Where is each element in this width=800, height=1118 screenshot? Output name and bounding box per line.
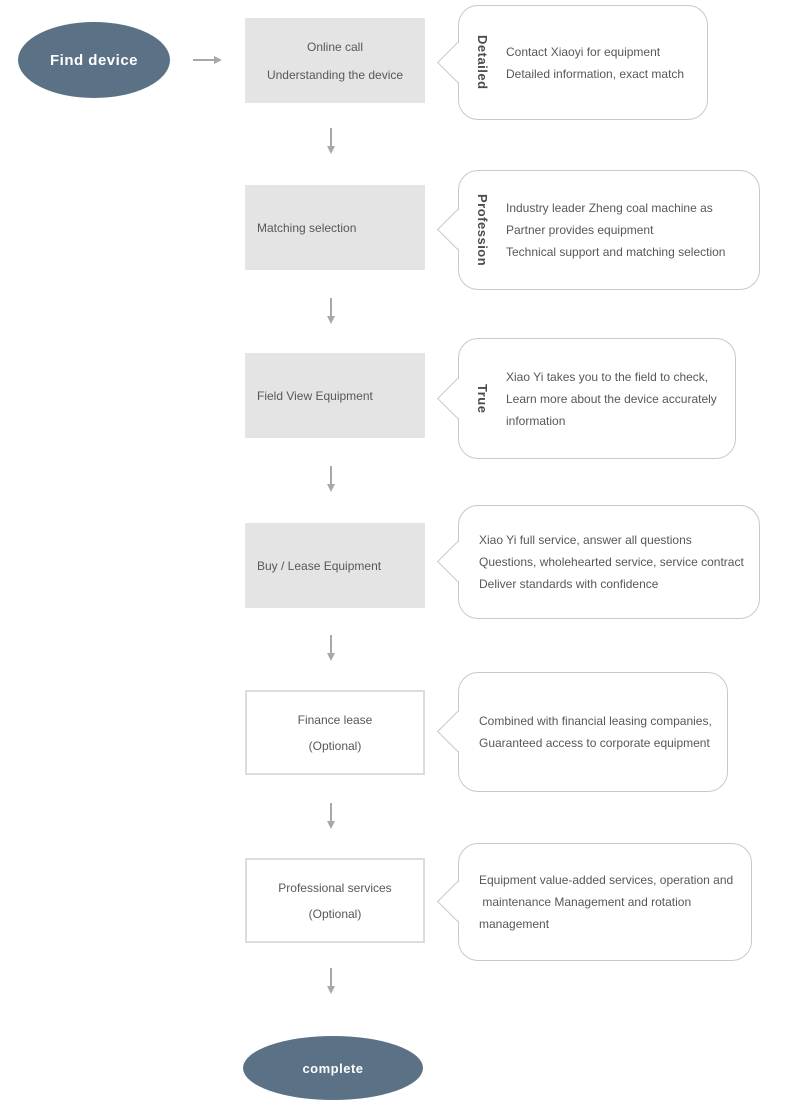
- start-node-label: Find device: [49, 51, 139, 69]
- bubble-line: Deliver standards with confidence: [479, 577, 659, 591]
- step-field-view-equipment: Field View Equipment: [245, 353, 425, 438]
- arrow-down-icon: [327, 803, 335, 829]
- bubble-finance-lease-note: Combined with financial leasing companie…: [436, 672, 728, 792]
- start-node-find-device: Find device: [18, 22, 170, 98]
- bubble-text: Equipment value-added services, operatio…: [479, 869, 733, 935]
- bubble-detailed: Detailed Contact Xiaoyi for equipment De…: [436, 5, 708, 120]
- step-online-call: Online call Understanding the device: [245, 18, 425, 103]
- bubble-text: Xiao Yi full service, answer all questio…: [479, 529, 744, 595]
- bubble-tail-icon: [436, 880, 479, 923]
- step-line: Understanding the device: [266, 67, 404, 82]
- bubble-line: Xiao Yi full service, answer all questio…: [479, 533, 692, 547]
- bubble-line: information: [506, 413, 566, 428]
- step-line: Field View Equipment: [257, 388, 373, 403]
- step-matching-selection: Matching selection: [245, 185, 425, 270]
- bubble-line: Equipment value-added services, operatio…: [479, 873, 734, 887]
- bubble-full-service: Xiao Yi full service, answer all questio…: [436, 505, 760, 619]
- bubble-vertical-tag: Detailed: [475, 35, 490, 90]
- step-line: Buy / Lease Equipment: [257, 558, 382, 573]
- bubble-line: maintenance Management and rotation: [479, 895, 692, 909]
- bubble-line: Contact Xiaoyi for equipment: [506, 44, 661, 59]
- step-line: Online call: [306, 39, 364, 54]
- bubble-vertical-tag: True: [475, 383, 490, 414]
- arrow-down-icon: [327, 968, 335, 994]
- step-line: Finance lease: [297, 712, 373, 727]
- arrow-right-icon: [193, 56, 222, 64]
- bubble-value-added-note: Equipment value-added services, operatio…: [436, 843, 752, 961]
- step-line: Professional services: [278, 880, 392, 895]
- step-line: Matching selection: [257, 220, 357, 235]
- bubble-line: Guaranteed access to corporate equipment: [479, 736, 710, 750]
- bubble-line: Combined with financial leasing companie…: [479, 714, 712, 728]
- bubble-line: Technical support and matching selection: [506, 245, 726, 259]
- arrow-down-icon: [327, 298, 335, 324]
- bubble-tail-icon: [436, 208, 479, 251]
- arrow-down-icon: [327, 635, 335, 661]
- bubble-line: Questions, wholehearted service, service…: [479, 555, 744, 569]
- bubble-line: Learn more about the device accurately: [506, 391, 717, 406]
- bubble-tail-icon: [436, 41, 479, 83]
- bubble-line: management: [479, 917, 550, 931]
- bubble-line: Partner provides equipment: [506, 223, 654, 237]
- end-node-complete: complete: [243, 1036, 423, 1100]
- arrow-down-icon: [327, 466, 335, 492]
- bubble-text: Combined with financial leasing companie…: [479, 710, 712, 754]
- bubble-tail-icon: [436, 540, 479, 583]
- step-line: (Optional): [308, 738, 362, 753]
- bubble-text: Contact Xiaoyi for equipment Detailed in…: [506, 41, 684, 85]
- bubble-text: Xiao Yi takes you to the field to check,…: [506, 366, 717, 432]
- bubble-text: Industry leader Zheng coal machine as Pa…: [506, 197, 725, 263]
- bubble-tail-icon: [436, 377, 479, 419]
- step-finance-lease: Finance lease (Optional): [245, 690, 425, 775]
- step-professional-services: Professional services (Optional): [245, 858, 425, 943]
- step-buy-lease-equipment: Buy / Lease Equipment: [245, 523, 425, 608]
- arrow-down-icon: [327, 128, 335, 154]
- bubble-line: Industry leader Zheng coal machine as: [506, 201, 713, 215]
- bubble-tail-icon: [436, 710, 479, 753]
- bubble-line: Detailed information, exact match: [506, 66, 685, 81]
- bubble-vertical-tag: Profession: [475, 193, 490, 267]
- end-node-label: complete: [302, 1060, 364, 1076]
- step-line: (Optional): [308, 906, 362, 921]
- bubble-true: True Xiao Yi takes you to the field to c…: [436, 338, 736, 459]
- bubble-profession: Profession Industry leader Zheng coal ma…: [436, 170, 760, 290]
- bubble-line: Xiao Yi takes you to the field to check,: [506, 369, 709, 384]
